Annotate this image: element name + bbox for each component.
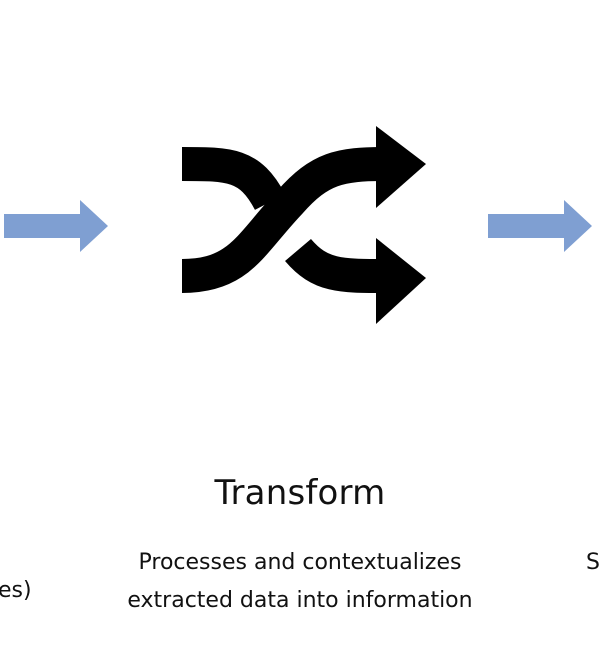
left-edge-text-fragment: es) [0, 578, 32, 603]
shuffle-icon [181, 126, 426, 324]
right-edge-text-fragment: S [586, 550, 600, 575]
stage-title: Transform [214, 473, 386, 513]
arrow-right-icon [488, 200, 592, 252]
arrow-right-icon [4, 200, 108, 252]
stage-description-line-1: Processes and contextualizes [138, 550, 462, 575]
stage-description-line-2: extracted data into information [127, 588, 473, 613]
stage-description: Processes and contextualizes extracted d… [0, 544, 600, 620]
